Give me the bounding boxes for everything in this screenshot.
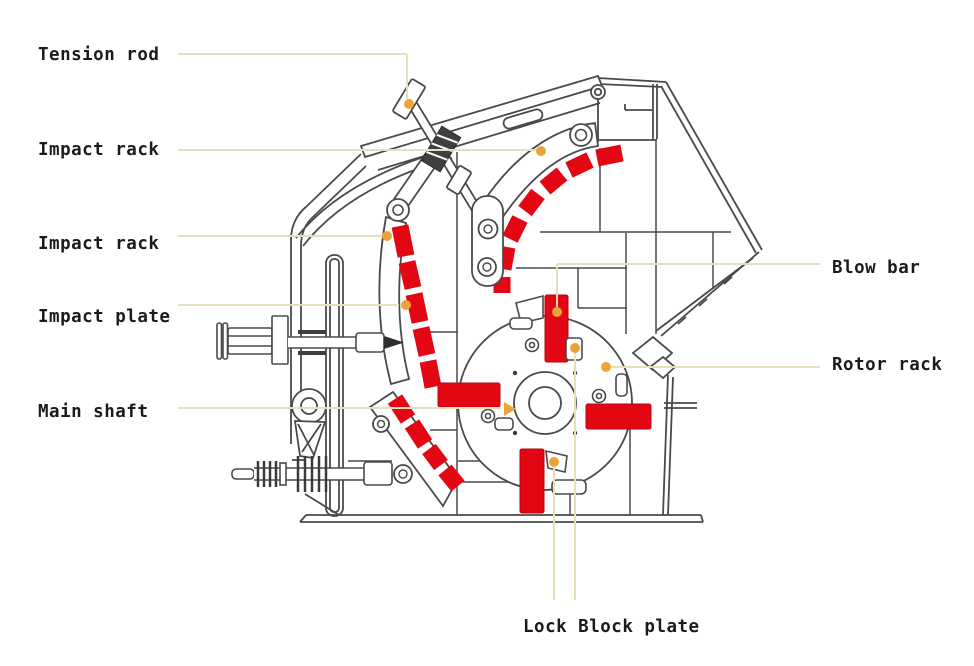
casing-liner-grid [348,140,731,515]
lower-impact-rack [368,148,465,508]
dot-block-plate [570,343,580,353]
base-gusset [304,493,340,516]
dot-lock-plate [549,457,559,467]
label-main-shaft: Main shaft [38,402,149,422]
rod-tip [231,468,255,480]
label-blow-bar: Blow bar [832,258,921,278]
dot-rotor-rack [601,362,611,372]
rod-clevis [363,461,393,486]
lower-rack-foot [368,390,460,508]
label-lock-block-plate: Lock Block plate [523,617,700,637]
dot-blow-bar [552,307,562,317]
cylinder-clevis [355,332,385,353]
spring-washers-2 [296,456,328,492]
cylinder-mount-plate [271,315,289,365]
adjusting-rod-lower [231,456,393,492]
blow-bar-left [437,382,501,408]
leader-dots [382,99,611,467]
label-impact-plate: Impact plate [38,307,171,327]
label-rotor-rack: Rotor rack [832,355,943,375]
rotor-assembly [437,294,652,514]
lid-slot [502,108,544,130]
label-impact-rack-upper: Impact rack [38,140,160,160]
spring-washers-1 [256,461,278,487]
arrow-main-shaft [504,402,516,416]
blow-bars [437,294,652,514]
leader-lines [178,53,820,600]
label-impact-rack-lower: Impact rack [38,234,160,254]
housing [290,77,763,523]
blow-bar-bottom [519,448,545,514]
impact-plates-upper-chain [391,224,442,389]
label-tension-rod: Tension rod [38,45,160,65]
dot-impact-plate [401,300,411,310]
lid-assembly [359,74,606,171]
dot-tension-rod [404,99,414,109]
discharge-curtain [655,251,760,337]
adjusting-cylinder-upper [216,315,404,365]
tension-rod-assembly [392,78,504,287]
dot-impact-rack-lower [382,231,392,241]
upper-impact-rack [480,122,624,293]
dot-impact-rack-upper [536,146,546,156]
left-wall-outer [290,153,362,444]
cylinder-body [227,327,273,355]
blow-bar-right [585,403,652,430]
deflector-block [631,335,674,372]
base-frame [299,493,704,523]
wall-bracket [291,388,327,461]
right-slope-outer [665,81,763,251]
right-slope-inner [660,85,757,254]
tension-rod-collar [446,165,472,195]
hub-bolts [512,370,578,436]
